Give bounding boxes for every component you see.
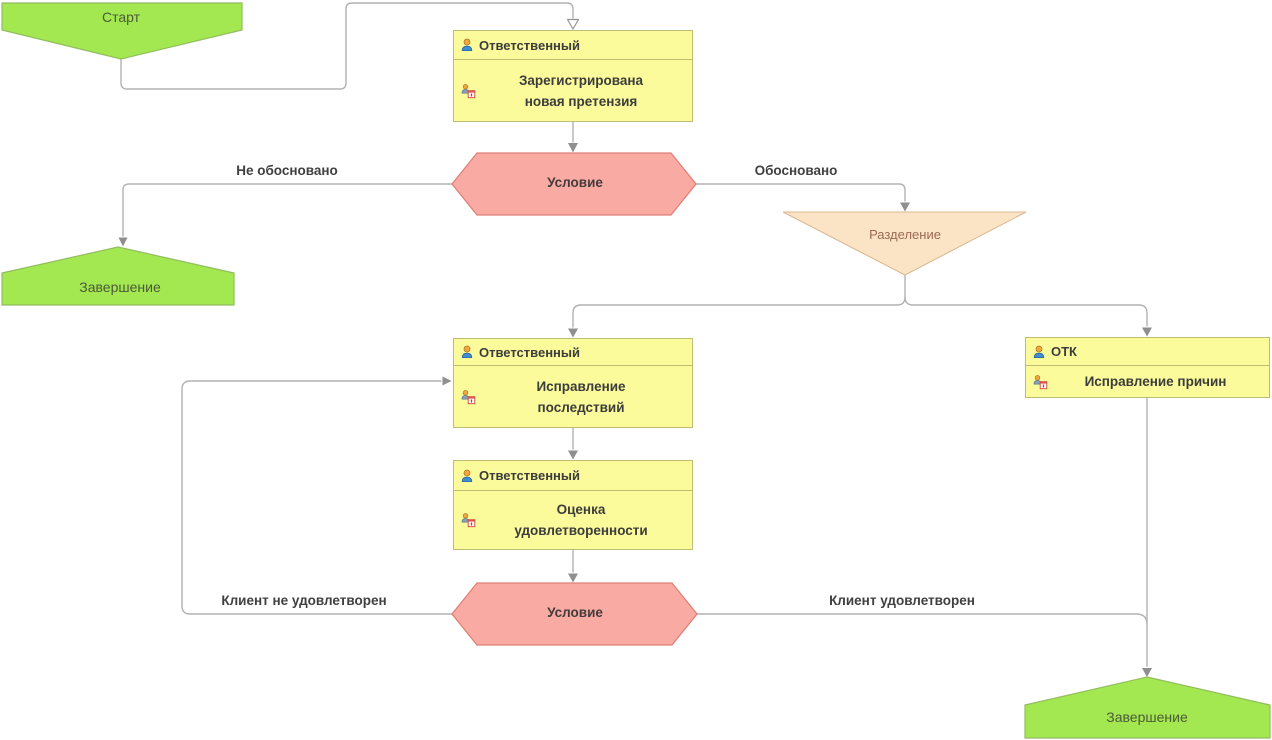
arrowhead <box>442 376 452 386</box>
task-fix-consequences[interactable]: Ответственный Исправление последствий <box>453 338 693 428</box>
connector-condition1-not-justified[interactable] <box>122 183 453 237</box>
task-role-label: Ответственный <box>479 37 580 53</box>
condition2-node-shape[interactable] <box>451 582 698 646</box>
person-task-icon <box>461 389 476 404</box>
connector-condition2-satisfied[interactable] <box>696 613 1148 625</box>
task-role-label: Ответственный <box>479 468 580 483</box>
task-fix-causes[interactable]: ОТК Исправление причин <box>1025 337 1270 398</box>
start-node-shape[interactable] <box>1 2 243 60</box>
end-left-node-shape[interactable] <box>1 246 235 306</box>
condition1-node-shape[interactable] <box>451 152 697 216</box>
edge-label-not-justified: Не обосновано <box>236 163 338 178</box>
task-new-claim[interactable]: Ответственный Зарегистрирована новая пре… <box>453 30 693 122</box>
arrowhead <box>568 143 578 153</box>
arrowhead <box>568 573 578 583</box>
connector-split-right-branch[interactable] <box>904 296 1148 327</box>
task-action-text: Зарегистрирована новая претензия <box>518 72 644 109</box>
task-action-text: Исправление последствий <box>536 378 626 415</box>
condition2-node-label: Условие <box>547 605 603 620</box>
arrowhead <box>1142 327 1152 337</box>
split-node-label: Разделение <box>869 227 941 242</box>
person-icon <box>461 38 473 51</box>
person-icon <box>461 345 473 358</box>
arrowhead <box>1142 668 1152 677</box>
person-icon <box>461 469 473 482</box>
edge-label-justified: Обосновано <box>754 163 838 178</box>
task-action-text: Оценка удовлетворенности <box>514 502 648 538</box>
task-satisfaction-body: Оценка удовлетворенности <box>454 491 692 549</box>
connector-condition1-justified[interactable] <box>695 183 906 202</box>
edge-label-client-satisfied: Клиент удовлетворен <box>829 593 975 608</box>
arrowhead <box>568 450 578 460</box>
task-role-label: Ответственный <box>479 344 580 360</box>
task-fix-causes-body: Исправление причин <box>1026 366 1269 397</box>
arrowhead <box>118 237 128 247</box>
arrowhead <box>568 328 578 338</box>
task-fix-consequences-body: Исправление последствий <box>454 366 692 427</box>
task-action-text: Исправление причин <box>1084 374 1227 389</box>
start-node-label: Старт <box>101 9 141 25</box>
person-task-icon <box>461 513 476 528</box>
end-left-node-label: Завершение <box>79 279 161 295</box>
connector-split-left-branch[interactable] <box>572 274 906 328</box>
end-bottom-node-label: Завершение <box>1106 709 1188 725</box>
task-satisfaction-header: Ответственный <box>454 461 692 491</box>
end-bottom-node-shape[interactable] <box>1024 676 1271 739</box>
arrowhead-open <box>566 18 580 30</box>
arrowhead <box>900 202 910 212</box>
split-node-shape[interactable] <box>782 211 1027 276</box>
person-task-icon <box>461 83 476 98</box>
condition1-node-label: Условие <box>547 175 603 190</box>
task-satisfaction[interactable]: Ответственный Оценка удовлетворенности <box>453 460 693 550</box>
task-new-claim-body: Зарегистрирована новая претензия <box>454 60 692 121</box>
task-role-label: ОТК <box>1051 344 1077 359</box>
person-task-icon <box>1033 374 1048 389</box>
task-fix-causes-header: ОТК <box>1026 338 1269 366</box>
edge-label-client-not-satisfied: Клиент не удовлетворен <box>221 593 387 608</box>
task-new-claim-header: Ответственный <box>454 31 692 60</box>
connector-loop-not-satisfied[interactable] <box>181 380 453 615</box>
person-icon <box>1033 345 1045 358</box>
connector-start-to-task[interactable] <box>120 2 574 90</box>
task-fix-consequences-header: Ответственный <box>454 339 692 366</box>
